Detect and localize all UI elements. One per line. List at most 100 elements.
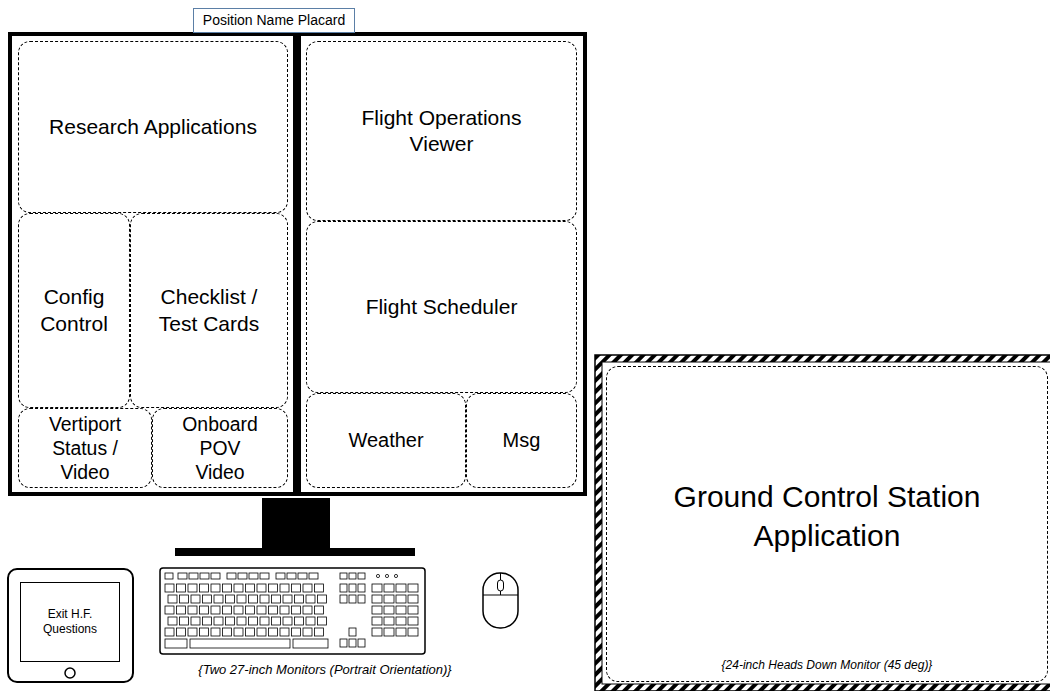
keyboard-key <box>237 595 246 603</box>
keyboard-key <box>227 573 236 579</box>
keyboard-key <box>257 628 266 636</box>
keyboard-key <box>188 606 197 614</box>
keyboard-key <box>292 628 301 636</box>
pane-title: Flight Scheduler <box>366 294 518 320</box>
keyboard-key <box>260 617 269 625</box>
keyboard-key <box>200 584 209 592</box>
pane-title: Vertiport Status / Video <box>30 412 140 485</box>
tablet <box>8 569 133 682</box>
keyboard-key <box>280 628 289 636</box>
keyboard-key <box>372 595 382 603</box>
keyboard-key <box>234 628 243 636</box>
monitor-screen <box>602 362 1050 684</box>
mouse <box>483 573 518 628</box>
keyboard-key <box>203 595 212 603</box>
keyboard-key <box>165 573 173 579</box>
display-pane: Vertiport Status / Video <box>18 408 152 488</box>
mouse-wheel <box>498 580 504 591</box>
keyboard-key <box>349 595 356 603</box>
keyboard-key <box>211 628 220 636</box>
position-placard: Position Name Placard <box>193 8 355 33</box>
pane-title: Config Control <box>29 284 119 337</box>
keyboard-key <box>165 628 174 636</box>
keyboard-key <box>249 573 258 579</box>
pane-title: Position Name Placard <box>203 12 345 30</box>
keyboard-key <box>396 584 406 592</box>
keyboard-led <box>385 574 388 577</box>
monitor-inner-outline <box>602 362 1050 684</box>
keyboard-key <box>349 628 356 636</box>
keyboard-key <box>168 617 177 625</box>
keyboard-key <box>396 606 406 614</box>
keyboard-key <box>188 628 197 636</box>
keyboard-key <box>372 617 382 625</box>
keyboard-key <box>408 606 418 614</box>
keyboard-key <box>349 573 356 579</box>
keyboard-key <box>249 595 258 603</box>
keyboard-key <box>257 606 266 614</box>
keyboard-key <box>246 584 255 592</box>
keyboard-key <box>188 584 197 592</box>
keyboard-key <box>292 606 301 614</box>
display-pane: Checklist / Test Cards <box>130 213 288 408</box>
keyboard-key <box>298 573 307 579</box>
keyboard-key <box>287 573 296 579</box>
keyboard-key <box>384 617 394 625</box>
keyboard-key <box>280 584 289 592</box>
display-pane: Weather <box>306 393 466 488</box>
pane-title: Weather <box>348 428 423 453</box>
tablet-button <box>65 668 75 678</box>
keyboard-key <box>165 606 174 614</box>
keyboard-key <box>276 573 285 579</box>
keyboard-key <box>200 606 209 614</box>
keyboard-key <box>246 606 255 614</box>
tablet-screen: Exit H.F. Questions <box>20 582 120 662</box>
keyboard-key <box>257 584 266 592</box>
keyboard-key <box>358 639 365 647</box>
keyboard-key <box>234 584 243 592</box>
keyboard-key <box>306 595 315 603</box>
keyboard-key <box>372 628 382 636</box>
monitor-stand-base <box>175 548 415 556</box>
keyboard-key <box>214 595 223 603</box>
keyboard-key <box>295 595 304 603</box>
display-pane: Flight Scheduler <box>306 221 577 393</box>
display-pane: Config Control <box>18 213 130 408</box>
keyboard-key <box>283 617 292 625</box>
keyboard-key <box>358 573 365 579</box>
keyboard-key <box>238 573 247 579</box>
keyboard-key <box>340 573 347 579</box>
keyboard-key <box>408 595 418 603</box>
keyboard-key <box>269 606 278 614</box>
pane-title: Research Applications <box>49 114 257 140</box>
keyboard-key <box>408 617 418 625</box>
keyboard-key <box>272 617 281 625</box>
keyboard-key <box>203 617 212 625</box>
keyboard-key <box>408 584 418 592</box>
keyboard-key <box>165 584 174 592</box>
keyboard-key <box>246 628 255 636</box>
keyboard-key <box>303 584 312 592</box>
keyboard-key <box>384 584 394 592</box>
keyboard-key <box>318 595 327 603</box>
display-pane: Research Applications <box>18 41 288 213</box>
keyboard-key <box>165 639 187 648</box>
monitor-note: {Two 27-inch Monitors (Portrait Orientat… <box>150 662 500 677</box>
keyboard-body <box>160 568 425 654</box>
keyboard-key <box>190 639 290 648</box>
keyboard-key <box>180 617 189 625</box>
keyboard-key <box>340 584 347 592</box>
keyboard-key <box>318 617 327 625</box>
keyboard-key <box>349 584 356 592</box>
keyboard-key <box>189 573 198 579</box>
keyboard-key <box>226 617 235 625</box>
pane-title: Msg <box>503 428 541 453</box>
keyboard-key <box>283 595 292 603</box>
pane-title: Flight Operations Viewer <box>342 105 542 158</box>
keyboard-key <box>280 606 289 614</box>
keyboard-key <box>177 606 186 614</box>
keyboard-key <box>214 617 223 625</box>
keyboard-key <box>223 628 232 636</box>
keyboard-key <box>293 639 328 648</box>
